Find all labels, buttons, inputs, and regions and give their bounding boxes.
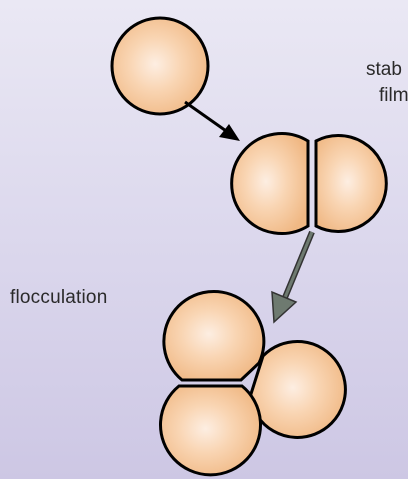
- arrow-approach: [185, 102, 240, 141]
- droplet-pair-right: [316, 136, 386, 232]
- label-flocculation: flocculation: [10, 288, 107, 307]
- droplet-pair: [232, 133, 387, 233]
- label-stable-film-line1: stab: [366, 60, 402, 79]
- droplet-pair-left: [232, 133, 308, 233]
- droplet-cluster: [161, 291, 346, 474]
- label-stable-film-line2: film: [379, 86, 408, 105]
- droplet-cluster-top: [164, 291, 264, 380]
- droplet-cluster-bottom: [161, 386, 261, 475]
- droplet-single: [112, 18, 208, 114]
- droplet-cluster-right: [250, 341, 345, 437]
- arrow-flocculation: [272, 232, 312, 322]
